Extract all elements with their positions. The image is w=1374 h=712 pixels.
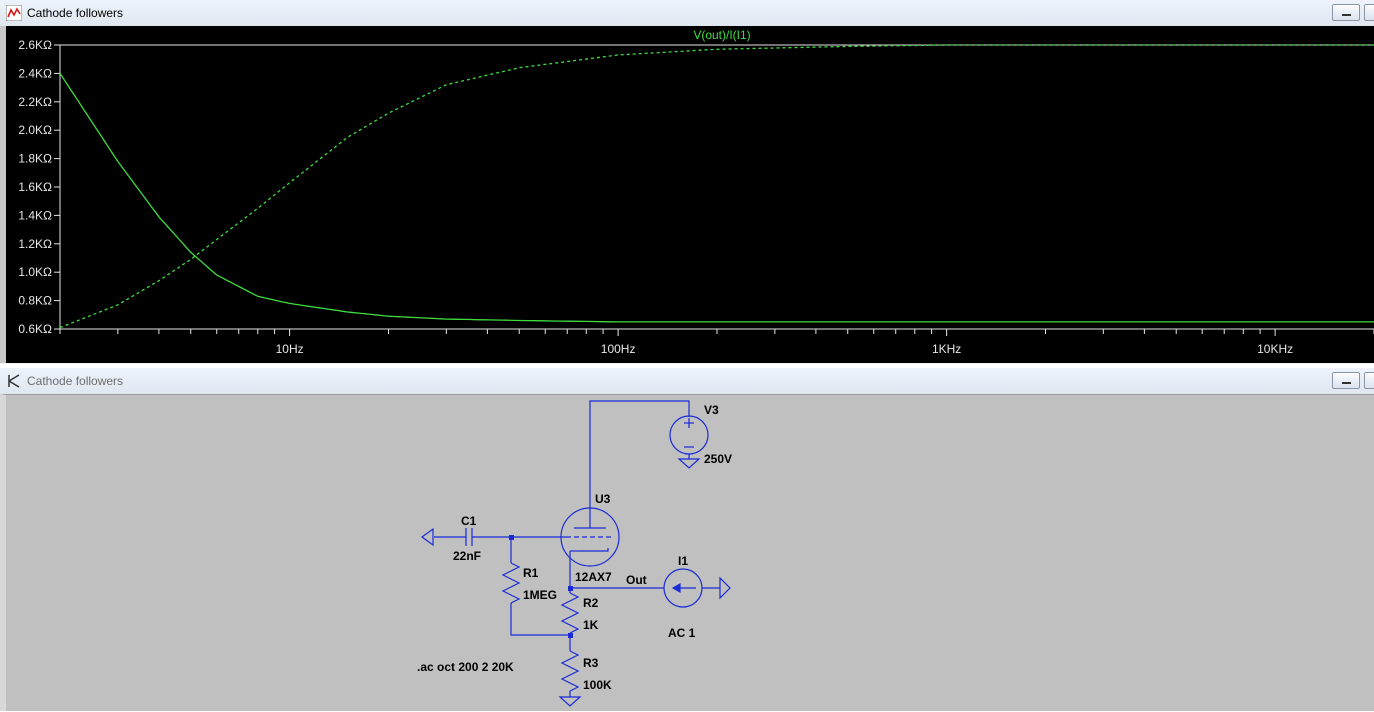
impedance-chart[interactable]: 2.6KΩ 2.4KΩ 2.2KΩ 2.0KΩ 1.8KΩ 1.6KΩ 1.4KΩ 1.2KΩ… bbox=[6, 26, 1374, 363]
x-tick-label: 1KHz bbox=[932, 342, 961, 356]
wire-plate-v3 bbox=[589, 400, 690, 517]
schematic-icon bbox=[8, 374, 20, 388]
phase-trace bbox=[59, 44, 1374, 329]
magnitude-trace bbox=[59, 73, 1374, 323]
junction-bias bbox=[568, 633, 573, 638]
y-tick-label: 0.8KΩ bbox=[18, 294, 52, 308]
minimize-icon bbox=[1342, 382, 1351, 384]
u3-name-label[interactable]: U3 bbox=[595, 492, 611, 506]
i1-arrowhead-icon bbox=[671, 582, 681, 594]
x-tick-label: 10KHz bbox=[1257, 342, 1293, 356]
minimize-button[interactable] bbox=[1332, 372, 1360, 389]
minimize-icon bbox=[1342, 14, 1351, 16]
y-tick-label: 1.4KΩ bbox=[18, 208, 52, 222]
v3-name-label[interactable]: V3 bbox=[704, 403, 719, 417]
r1-resistor[interactable] bbox=[501, 562, 521, 604]
y-tick-label: 1.0KΩ bbox=[18, 265, 52, 279]
x-tick-label: 10Hz bbox=[276, 342, 304, 356]
r2-value-label[interactable]: 1K bbox=[583, 618, 599, 632]
v3-ground-icon bbox=[677, 458, 701, 469]
r2-name-label[interactable]: R2 bbox=[583, 596, 599, 610]
u3-cathode bbox=[578, 548, 609, 552]
y-tick-label: 2.2KΩ bbox=[18, 95, 52, 109]
x-tick-label: 100Hz bbox=[601, 342, 636, 356]
junction-cathode bbox=[568, 586, 573, 591]
plot-window-title: Cathode followers bbox=[27, 6, 124, 20]
net-out-label[interactable]: Out bbox=[626, 573, 647, 587]
y-tick-label: 2.0KΩ bbox=[18, 123, 52, 137]
y-tick-label: 1.6KΩ bbox=[18, 180, 52, 194]
y-tick-label: 1.8KΩ bbox=[18, 152, 52, 166]
plot-window-titlebar[interactable]: Cathode followers bbox=[0, 0, 1374, 27]
u3-model-label[interactable]: 12AX7 bbox=[575, 570, 612, 584]
c1-name-label[interactable]: C1 bbox=[461, 514, 477, 528]
trace-label[interactable]: V(out)/I(I1) bbox=[693, 28, 750, 42]
c1-value-label[interactable]: 22nF bbox=[453, 549, 481, 563]
schematic-canvas[interactable]: V3 250V U3 12AX7 C1 22nF R1 1MEG Out I1 … bbox=[6, 395, 1374, 712]
spice-directive[interactable]: .ac oct 200 2 20K bbox=[417, 660, 514, 674]
y-tick-label: 1.2KΩ bbox=[18, 237, 52, 251]
y-tick-label: 0.6KΩ bbox=[18, 322, 52, 336]
waveform-icon bbox=[6, 5, 22, 21]
r3-value-label[interactable]: 100K bbox=[583, 678, 612, 692]
chart-series bbox=[59, 44, 1374, 329]
junction-grid bbox=[509, 535, 514, 540]
r2-resistor[interactable] bbox=[560, 592, 580, 634]
schematic-window-titlebar[interactable]: Cathode followers bbox=[0, 368, 1374, 395]
plot-window: Cathode followers 2.6KΩ 2.4KΩ 2.2KΩ 2.0KΩ 1.… bbox=[0, 0, 1374, 364]
r3-ground-icon bbox=[558, 696, 582, 707]
schematic-window-title: Cathode followers bbox=[27, 374, 124, 388]
y-tick-label: 2.4KΩ bbox=[18, 66, 52, 80]
y-tick-label: 2.6KΩ bbox=[18, 38, 52, 52]
i1-name-label[interactable]: I1 bbox=[678, 554, 688, 568]
r3-name-label[interactable]: R3 bbox=[583, 656, 599, 670]
wire-r1-bias bbox=[510, 603, 570, 636]
chart-axes: 2.6KΩ 2.4KΩ 2.2KΩ 2.0KΩ 1.8KΩ 1.6KΩ 1.4KΩ 1.2KΩ… bbox=[18, 38, 1374, 356]
minimize-button[interactable] bbox=[1332, 4, 1360, 21]
plot-pane[interactable]: 2.6KΩ 2.4KΩ 2.2KΩ 2.0KΩ 1.8KΩ 1.6KΩ 1.4KΩ 1.2KΩ… bbox=[0, 26, 1374, 363]
r1-value-label[interactable]: 1MEG bbox=[523, 588, 557, 602]
schematic-pane[interactable]: V3 250V U3 12AX7 C1 22nF R1 1MEG Out I1 … bbox=[0, 394, 1374, 711]
i1-value-label[interactable]: AC 1 bbox=[668, 626, 696, 640]
r3-resistor[interactable] bbox=[560, 650, 580, 692]
r1-name-label[interactable]: R1 bbox=[523, 566, 539, 580]
restore-button[interactable] bbox=[1364, 372, 1374, 389]
v3-value-label[interactable]: 250V bbox=[704, 452, 732, 466]
i1-ground-icon bbox=[719, 576, 731, 600]
input-ground-icon bbox=[420, 527, 434, 547]
restore-button[interactable] bbox=[1364, 4, 1374, 21]
